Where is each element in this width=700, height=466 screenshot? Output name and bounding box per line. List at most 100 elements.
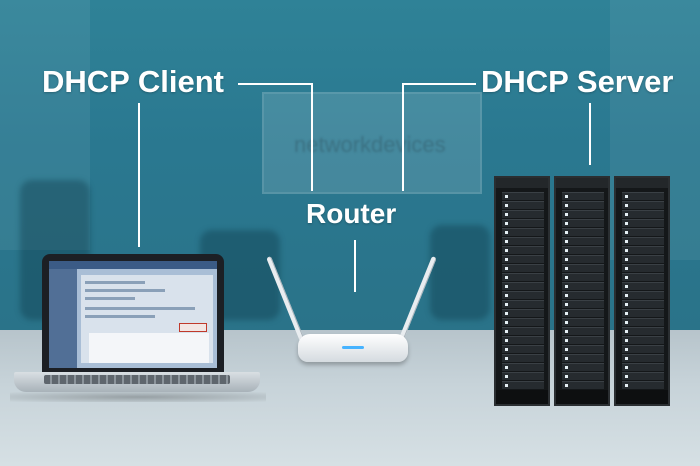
laptop-keyboard <box>44 375 230 384</box>
connector-server-horizontal <box>402 83 476 85</box>
server-unit <box>502 309 544 317</box>
server-unit <box>502 201 544 209</box>
connector-client-to-laptop <box>138 103 140 247</box>
server-unit <box>562 273 604 281</box>
server-rack-top <box>556 178 608 188</box>
server-unit <box>502 345 544 353</box>
server-unit <box>502 291 544 299</box>
router-status-light <box>342 346 364 349</box>
router-label: Router <box>306 198 397 229</box>
background-chair <box>430 225 490 320</box>
background-window-left <box>0 0 90 250</box>
server-unit <box>562 219 604 227</box>
server-unit <box>562 192 604 200</box>
server-unit <box>622 201 664 209</box>
server-unit <box>622 345 664 353</box>
server-unit <box>502 327 544 335</box>
server-rack <box>614 176 670 406</box>
server-unit <box>562 309 604 317</box>
connector-client-horizontal <box>238 83 312 85</box>
laptop-shadow <box>10 392 266 402</box>
server-unit <box>502 282 544 290</box>
laptop-screen-sidebar <box>49 269 77 368</box>
server-unit <box>562 201 604 209</box>
server-unit <box>562 237 604 245</box>
server-unit <box>502 336 544 344</box>
server-unit <box>622 273 664 281</box>
server-unit <box>502 381 544 389</box>
laptop-screen-row <box>85 281 145 284</box>
connector-client-to-router <box>311 83 313 191</box>
server-rack <box>554 176 610 406</box>
server-unit <box>562 264 604 272</box>
server-unit <box>502 363 544 371</box>
server-rack-base <box>556 390 608 404</box>
server-unit <box>562 318 604 326</box>
server-unit <box>622 300 664 308</box>
laptop-screen-row <box>85 297 135 300</box>
server-rack-top <box>616 178 668 188</box>
server-unit <box>562 282 604 290</box>
server-unit <box>502 246 544 254</box>
laptop-screen-titlebar <box>49 261 217 269</box>
connector-server-to-rack <box>589 103 591 165</box>
server-rack <box>494 176 550 406</box>
server-unit <box>562 345 604 353</box>
server-unit <box>562 210 604 218</box>
server-unit <box>502 192 544 200</box>
server-unit <box>622 237 664 245</box>
server-unit <box>622 354 664 362</box>
background-screen-logo: networkdevices <box>294 132 446 157</box>
server-unit <box>562 228 604 236</box>
server-unit <box>502 273 544 281</box>
server-unit <box>622 291 664 299</box>
server-unit <box>622 282 664 290</box>
server-unit <box>502 354 544 362</box>
server-unit <box>622 372 664 380</box>
server-unit <box>622 255 664 263</box>
server-unit <box>622 246 664 254</box>
server-unit <box>502 219 544 227</box>
server-unit <box>562 327 604 335</box>
server-unit <box>562 336 604 344</box>
server-unit <box>502 255 544 263</box>
server-unit <box>562 372 604 380</box>
laptop-screen-row <box>85 289 165 292</box>
laptop-screen-row <box>85 307 195 310</box>
background-wall-screen: networkdevices <box>262 92 482 194</box>
server-unit <box>502 372 544 380</box>
server-unit <box>562 300 604 308</box>
server-unit <box>562 354 604 362</box>
server-unit <box>502 228 544 236</box>
server-unit <box>622 228 664 236</box>
server-unit <box>622 210 664 218</box>
laptop-screen-textbox <box>89 333 209 363</box>
server-unit <box>622 336 664 344</box>
dhcp-client-label: DHCP Client <box>42 64 225 99</box>
server-unit <box>622 309 664 317</box>
laptop-screen-button <box>179 323 207 332</box>
server-unit <box>622 327 664 335</box>
server-unit <box>502 300 544 308</box>
server-rack-base <box>616 390 668 404</box>
laptop-screen <box>49 261 217 368</box>
server-unit <box>502 318 544 326</box>
server-unit <box>562 363 604 371</box>
server-unit <box>502 210 544 218</box>
dhcp-server-label: DHCP Server <box>481 64 674 99</box>
laptop-screen-row <box>85 315 155 318</box>
server-unit <box>622 219 664 227</box>
server-unit <box>502 264 544 272</box>
server-unit <box>562 381 604 389</box>
server-unit <box>562 246 604 254</box>
server-rack-base <box>496 390 548 404</box>
server-unit <box>502 237 544 245</box>
server-unit <box>622 363 664 371</box>
connector-server-to-router <box>402 83 404 191</box>
server-unit <box>622 381 664 389</box>
server-unit <box>622 264 664 272</box>
server-rack-top <box>496 178 548 188</box>
server-unit <box>562 255 604 263</box>
server-unit <box>622 318 664 326</box>
